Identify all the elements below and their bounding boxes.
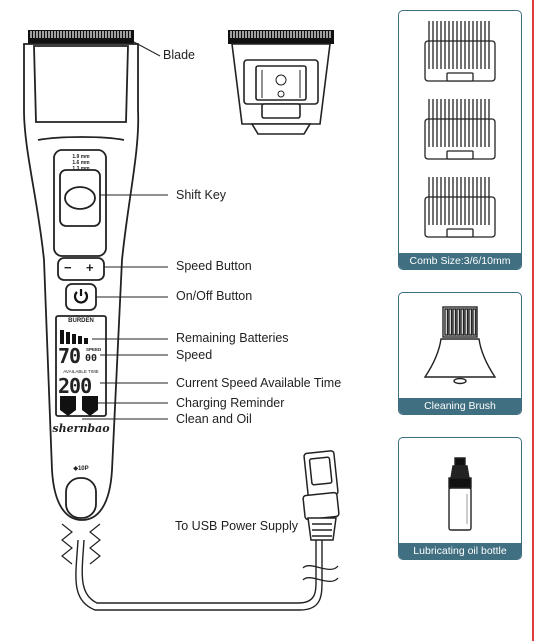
usb-cable [75, 539, 323, 611]
comb-panel: Comb Size:3/6/10mm [398, 10, 522, 270]
brush-panel: Cleaning Brush [398, 292, 522, 415]
label-usb-power: To USB Power Supply [175, 519, 298, 533]
shift-mark: 1.9 mm [72, 154, 90, 160]
lcd-battery-bars [60, 330, 88, 344]
brush-panel-caption: Cleaning Brush [399, 398, 521, 414]
lcd-burden-label: BURDEN [68, 318, 94, 324]
usb-plug [302, 450, 340, 541]
shift-marks: 1.9 mm 1.6 mm 1.3 mm [64, 154, 98, 172]
label-charging-reminder: Charging Reminder [176, 396, 285, 410]
grip-ridges [61, 523, 101, 565]
lcd-speed-unit: SPEED [86, 347, 102, 352]
clipper-body [23, 43, 140, 521]
label-clean-and-oil: Clean and Oil [176, 412, 252, 426]
button-label: ◆10P [73, 466, 89, 472]
cleaning-brush-illustration [423, 306, 497, 385]
speed-minus-icon[interactable]: − [64, 260, 72, 275]
blade-detail [228, 30, 334, 135]
lcd-speed-value: 70 [58, 344, 81, 368]
lcd-icons [60, 396, 98, 416]
oil-bottle-illustration [448, 457, 472, 531]
lcd-time-value: 200 [58, 374, 92, 398]
comb-panel-caption: Comb Size:3/6/10mm [399, 253, 521, 269]
clipper-blade-teeth [28, 30, 134, 44]
label-current-speed-time: Current Speed Available Time [176, 376, 342, 390]
oil-panel-caption: Lubricating oil bottle [399, 543, 521, 559]
label-speed-button: Speed Button [176, 259, 252, 273]
oil-panel: Lubricating oil bottle [398, 437, 522, 560]
lcd-speed-small: 00 [85, 353, 98, 364]
power-icon[interactable] [72, 287, 90, 305]
label-blade: Blade [163, 48, 195, 62]
brand-logo: shernbao [52, 422, 110, 435]
label-on-off-button: On/Off Button [176, 289, 253, 303]
label-shift-key: Shift Key [176, 188, 227, 202]
comb-guards-illustration [424, 21, 496, 238]
label-remaining-batteries: Remaining Batteries [176, 331, 289, 345]
callout-lines [82, 41, 168, 420]
shift-mark: 1.3 mm [72, 166, 90, 172]
speed-plus-icon[interactable]: + [86, 260, 94, 275]
side-border-line [532, 0, 534, 641]
shift-mark: 1.6 mm [72, 160, 90, 166]
label-speed: Speed [176, 348, 213, 362]
lcd-available-time-label: AVAILABLE TIME [63, 369, 99, 374]
